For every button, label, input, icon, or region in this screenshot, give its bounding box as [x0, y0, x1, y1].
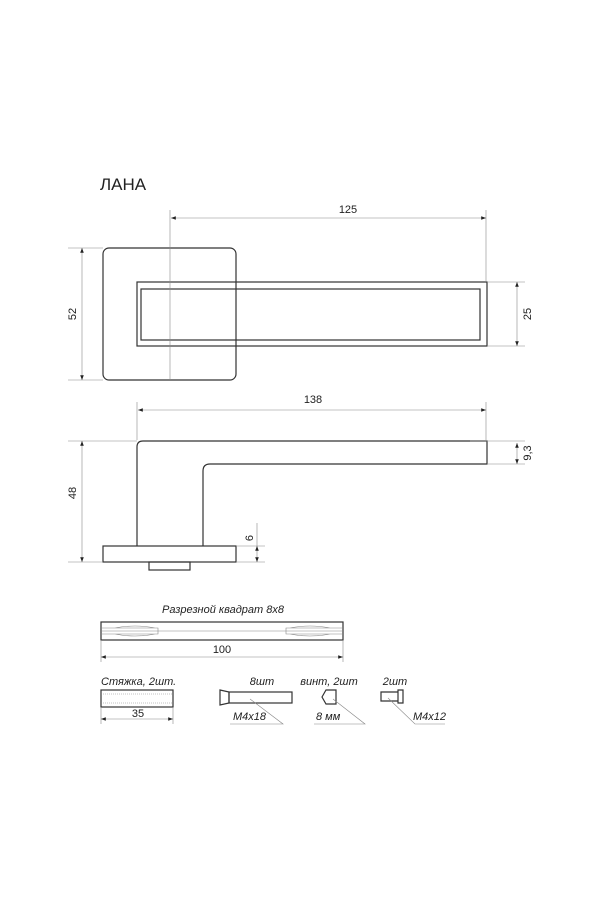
bolt	[380, 689, 404, 704]
screw-qty-label: 8шт	[250, 676, 274, 688]
coupler-dim-label: 35	[132, 708, 144, 720]
dim-48-label: 48	[67, 487, 79, 499]
dim-length-label: 125	[339, 204, 357, 216]
coupler-label: Стяжка, 2шт.	[101, 676, 176, 688]
product-title: ЛАНА	[100, 175, 147, 194]
lever-inner	[140, 288, 481, 341]
dim-lever-width-label: 25	[522, 308, 534, 320]
side-view: 138 48 9,3 6	[67, 394, 534, 571]
top-view: 125 52 25	[67, 204, 534, 381]
set-screw-label: винт, 2шт	[300, 676, 357, 688]
bolt-qty-label: 2шт	[382, 676, 407, 688]
rose-side	[102, 545, 237, 563]
dim-rose-height-label: 52	[67, 308, 79, 320]
lever-outer	[136, 281, 488, 347]
set-screw-size-label: 8 мм	[316, 711, 341, 723]
spindle-label: Разрезной квадрат 8x8	[162, 604, 285, 616]
coupler-tube	[100, 689, 174, 708]
screw-head	[219, 689, 230, 706]
spindle-stub	[148, 561, 191, 571]
rose-plate	[102, 247, 237, 381]
lever-profile	[136, 440, 488, 546]
dim-6-label: 6	[244, 535, 256, 541]
screw-shank	[228, 691, 293, 704]
bolt-size-label: M4x12	[413, 711, 446, 723]
spindle-dim-label: 100	[213, 644, 231, 656]
spindle-part: Разрезной квадрат 8x8 100	[100, 604, 344, 662]
dim-138-label: 138	[304, 394, 322, 406]
screw-size-label: M4x18	[233, 711, 267, 723]
dim-9-3-label: 9,3	[522, 445, 534, 460]
set-screw	[321, 689, 337, 705]
small-parts: Стяжка, 2шт. 35 8шт M4x18 винт, 2шт 8 мм…	[100, 676, 446, 725]
